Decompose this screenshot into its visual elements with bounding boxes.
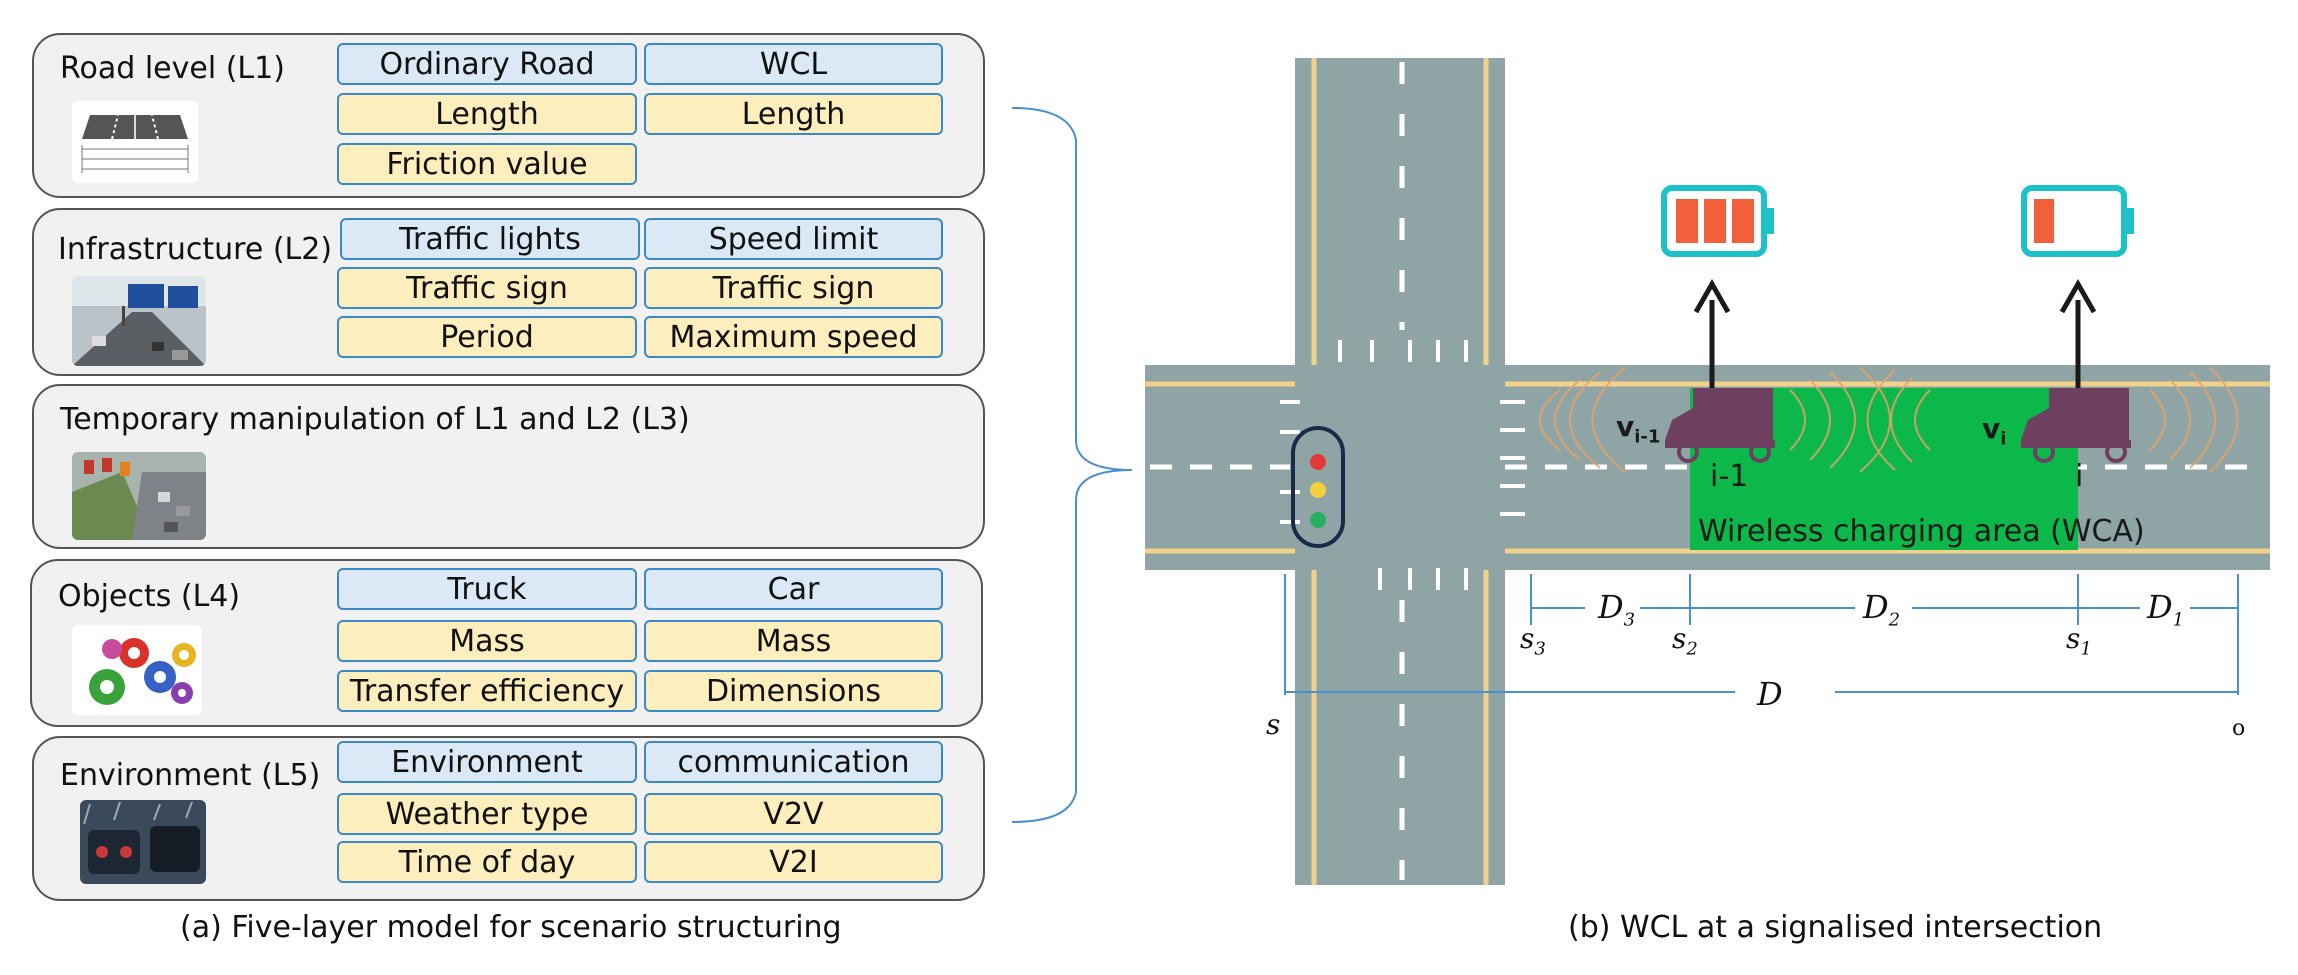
signal-waves bbox=[1539, 367, 2239, 473]
battery-full-icon bbox=[1661, 185, 1774, 257]
cell-l1-length-1: Length bbox=[337, 93, 637, 135]
distance-subscript: 3 bbox=[1623, 609, 1636, 631]
speed-symbol: v bbox=[1982, 412, 2001, 445]
cell-l5-v2i: V2I bbox=[644, 841, 943, 883]
rainy-traffic-image bbox=[80, 800, 206, 884]
layer-title: Temporary manipulation of L1 and L2 (L3) bbox=[60, 402, 690, 437]
caption-right: (b) WCL at a signalised intersection bbox=[1568, 910, 2103, 945]
cell-l5-weather-type: Weather type bbox=[337, 793, 637, 835]
position-subscript: 2 bbox=[1686, 638, 1698, 660]
cell-l1-friction: Friction value bbox=[337, 143, 637, 185]
distance-d3: D3 bbox=[1598, 588, 1635, 630]
vehicle-speed-i-1: vi-1 bbox=[1616, 410, 1660, 448]
vehicle-label-i: i bbox=[2075, 459, 2084, 494]
cell-l5-time-of-day: Time of day bbox=[337, 841, 637, 883]
position-s3: s3 bbox=[1520, 622, 1546, 660]
speed-subscript: i bbox=[2000, 428, 2007, 450]
cell-l5-communication: communication bbox=[644, 741, 943, 783]
position-symbol: s bbox=[1520, 622, 1535, 655]
position-subscript: 1 bbox=[2080, 638, 2092, 660]
distance-symbol: D bbox=[2147, 588, 2173, 626]
cell-l4-truck: Truck bbox=[337, 568, 637, 610]
speed-symbol: v bbox=[1616, 410, 1635, 443]
layer-title: Road level (L1) bbox=[60, 51, 285, 86]
cell-l1-ordinary-road: Ordinary Road bbox=[337, 43, 637, 85]
cell-l4-mass-1: Mass bbox=[337, 620, 637, 662]
truck-i-1 bbox=[1665, 388, 1775, 463]
distance-d: D bbox=[1757, 675, 1783, 713]
cell-l5-environment: Environment bbox=[337, 741, 637, 783]
highway-signs-image bbox=[72, 276, 206, 366]
cell-l2-traffic-sign-1: Traffic sign bbox=[337, 267, 637, 309]
position-s: s bbox=[1266, 708, 1281, 741]
position-subscript: 3 bbox=[1534, 638, 1546, 660]
gears-image bbox=[72, 625, 202, 715]
layer-title: Infrastructure (L2) bbox=[58, 232, 333, 267]
vehicle-speed-i: vi bbox=[1982, 412, 2006, 450]
cell-l5-v2v: V2V bbox=[644, 793, 943, 835]
truck-i bbox=[2021, 388, 2131, 463]
cell-l4-transfer-efficiency: Transfer efficiency bbox=[337, 670, 637, 712]
charge-arrows bbox=[1693, 278, 2097, 388]
road-cross-section-image bbox=[72, 101, 198, 183]
cell-l2-traffic-sign-2: Traffic sign bbox=[644, 267, 943, 309]
position-s1: s1 bbox=[2066, 622, 2092, 660]
layer-title: Environment (L5) bbox=[60, 758, 321, 793]
grouping-bracket bbox=[1011, 107, 1133, 823]
dimension-lines bbox=[1284, 574, 2239, 695]
caption-left: (a) Five-layer model for scenario struct… bbox=[180, 910, 842, 945]
crosswalk-marks bbox=[1280, 340, 1525, 590]
battery-low-icon bbox=[2021, 185, 2134, 257]
cell-l1-wcl: WCL bbox=[644, 43, 943, 85]
distance-d2: D2 bbox=[1863, 588, 1900, 630]
distance-subscript: 2 bbox=[1888, 609, 1901, 631]
cell-l2-traffic-lights: Traffic lights bbox=[340, 218, 640, 260]
cell-l4-mass-2: Mass bbox=[644, 620, 943, 662]
distance-subscript: 1 bbox=[2172, 609, 2185, 631]
position-symbol: s bbox=[2066, 622, 2081, 655]
wca-label: Wireless charging area (WCA) bbox=[1698, 514, 2145, 549]
origin-o: o bbox=[2232, 716, 2246, 741]
cell-l2-speed-limit: Speed limit bbox=[644, 218, 943, 260]
cell-l4-dimensions: Dimensions bbox=[644, 670, 943, 712]
layer-l3: Temporary manipulation of L1 and L2 (L3) bbox=[32, 384, 985, 549]
cell-l4-car: Car bbox=[644, 568, 943, 610]
speed-subscript: i-1 bbox=[1634, 426, 1661, 448]
roadworks-image bbox=[72, 452, 206, 540]
position-symbol: s bbox=[1672, 622, 1687, 655]
road-edge-lines bbox=[1145, 58, 2270, 885]
traffic-signal bbox=[1291, 426, 1345, 548]
layer-title: Objects (L4) bbox=[58, 579, 241, 614]
cell-l2-maximum-speed: Maximum speed bbox=[644, 316, 943, 358]
distance-d1: D1 bbox=[2147, 588, 2184, 630]
distance-symbol: D bbox=[1598, 588, 1624, 626]
vehicle-label-i-1: i-1 bbox=[1710, 459, 1749, 494]
vertical-road bbox=[1295, 58, 1505, 885]
distance-symbol: D bbox=[1863, 588, 1889, 626]
cell-l1-length-2: Length bbox=[644, 93, 943, 135]
cell-l2-period: Period bbox=[337, 316, 637, 358]
position-s2: s2 bbox=[1672, 622, 1698, 660]
